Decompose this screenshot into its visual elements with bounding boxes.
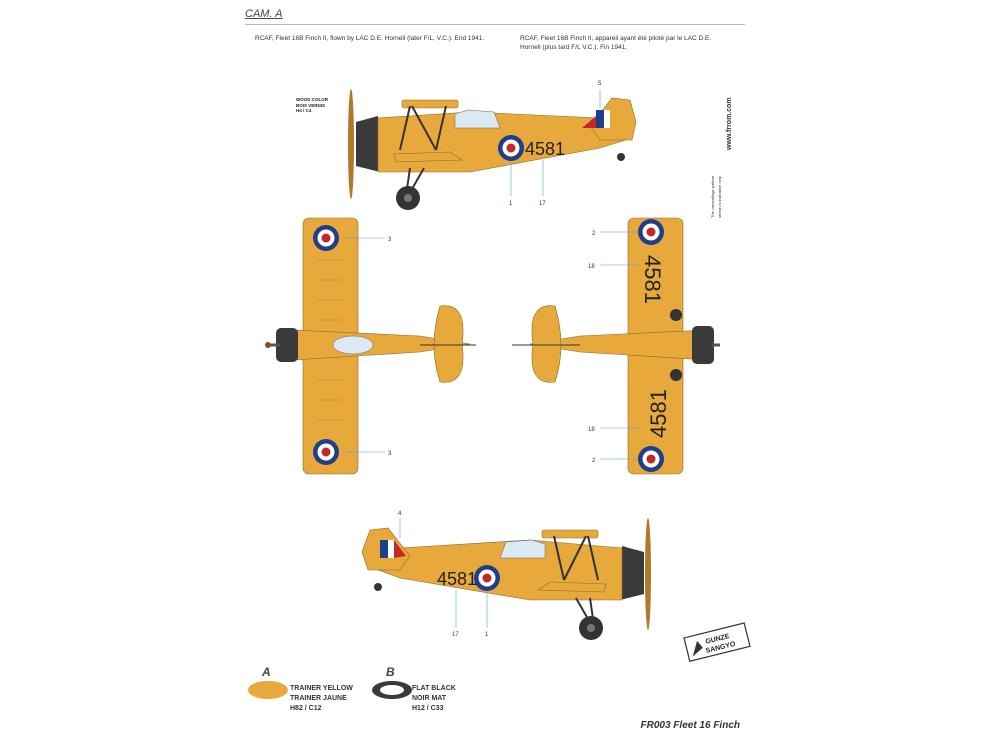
wood-note-line2: BOIS VERNIS: [296, 102, 326, 108]
canopy-left-profile: [454, 109, 501, 129]
wood-note-line1: WOOD COLOR: [296, 97, 328, 102]
callout-17-bottom: 17: [452, 632, 459, 638]
tail-fin-left-profile: [589, 97, 637, 141]
wood-note-line3: H4 / C4: [296, 108, 312, 113]
camouflage-label: CAM. A: [245, 8, 283, 20]
legend-b-line1: FLAT BLACK: [412, 685, 456, 692]
callout-4-bottom: 4: [398, 511, 402, 517]
callout-3-upper: 3: [388, 237, 392, 243]
legend-b-line2: NOIR MAT: [412, 695, 447, 702]
swatch-trainer-yellow: [248, 681, 288, 699]
callout-17-top: 17: [539, 201, 546, 207]
legend-letter-b: B: [386, 665, 395, 679]
callout-2-lower: 2: [592, 458, 596, 464]
serial-under-wing-1: 4581: [640, 255, 665, 304]
legend-a-text: TRAINER YELLOW TRAINER JAUNE H82 / C12: [290, 684, 353, 714]
caption-french-line2: Hornell (plus tard F/L V.C.). Fin 1941.: [520, 44, 628, 51]
fin-flash-white: [604, 110, 610, 128]
legend-letter-a: A: [262, 665, 271, 679]
bottom-plan-view: 4581 4581 2 18 18 2: [512, 217, 720, 475]
left-profile-view: 4581 1 17 5: [348, 81, 637, 210]
gunze-sangyo-badge: GUNZE SANGYO: [683, 622, 751, 663]
callout-1-top: 1: [509, 201, 513, 207]
tailplane-plan: [433, 305, 464, 383]
serial-right-profile: 4581: [437, 569, 477, 589]
wood-color-note: WOOD COLOR BOIS VERNIS H4 / C4: [296, 97, 344, 114]
fin-flash-blue: [596, 110, 604, 128]
legend-a-line3: H82 / C12: [290, 705, 322, 712]
caption-french-line1: RCAF, Fleet 16B Finch II, appareil ayant…: [520, 35, 712, 42]
callout-18-upper: 18: [588, 264, 595, 270]
propeller-right-profile: [645, 518, 651, 630]
serial-left-profile: 4581: [525, 139, 565, 159]
engine-left-profile: [356, 116, 380, 172]
legend-b-text: FLAT BLACK NOIR MAT H12 / C33: [412, 684, 456, 714]
propeller-left-profile: [348, 89, 354, 199]
serial-under-wing-2: 4581: [646, 389, 671, 438]
caption-english: RCAF, Fleet 16B Finch II, flown by LAC D…: [255, 35, 485, 42]
legend-b-line3: H12 / C33: [412, 705, 444, 712]
callout-3-lower: 3: [388, 451, 392, 457]
fin-flash-red: [582, 116, 596, 128]
callout-1-bottom: 1: [485, 632, 489, 638]
upper-wing-left-profile: [401, 99, 459, 109]
header-divider: [245, 24, 745, 25]
callout-2-upper: 2: [592, 231, 596, 237]
callout-5-top: 5: [598, 81, 602, 87]
callout-18-lower: 18: [588, 427, 595, 433]
legend-a-line2: TRAINER JAUNE: [290, 695, 347, 702]
legend-a-line1: TRAINER YELLOW: [290, 685, 353, 692]
right-profile-view: 4581 1 17 4: [361, 511, 651, 640]
sheet-title: FR003 Fleet 16 Finch: [640, 720, 740, 731]
top-plan-view: 3 3: [265, 217, 476, 475]
